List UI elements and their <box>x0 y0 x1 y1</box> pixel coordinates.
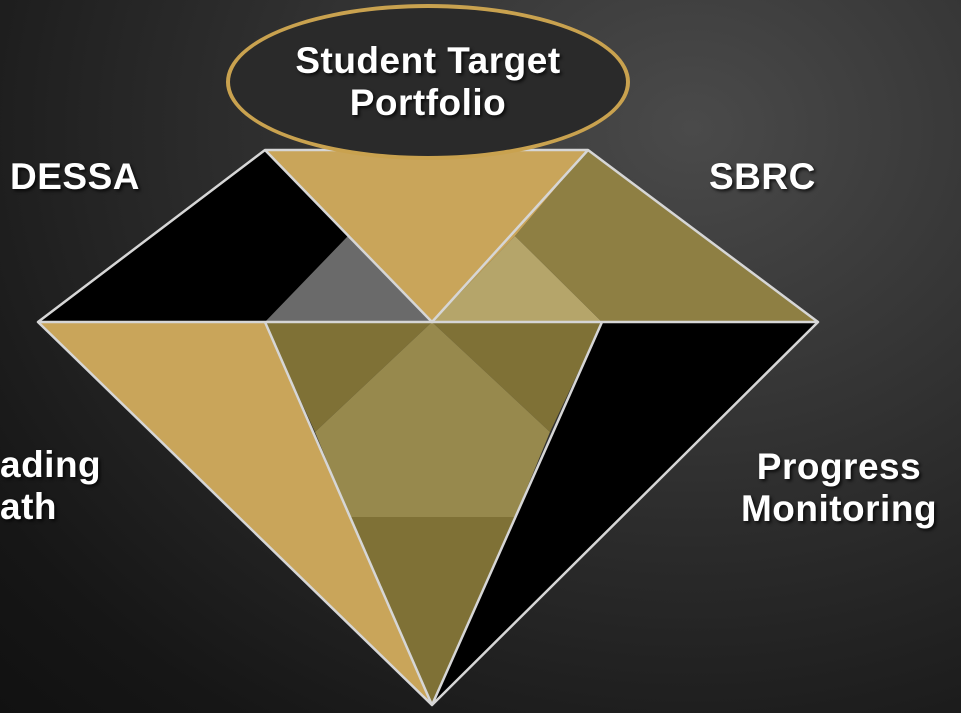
edge-inner-left <box>263 321 434 706</box>
sbrc-label: SBRC <box>709 156 816 197</box>
progress-monitoring-line-2: Monitoring <box>740 488 938 529</box>
facet-center-left <box>265 322 432 432</box>
facet-right-pale <box>432 236 602 322</box>
progress-monitoring-label: Progress Monitoring <box>726 446 952 530</box>
facet-top-gold <box>265 150 588 322</box>
edge-upper-left <box>264 149 589 324</box>
title-line-2: Portfolio <box>349 82 507 123</box>
edge-outline <box>36 148 820 707</box>
reading-path-line-1: ading <box>0 444 102 485</box>
title-oval <box>226 4 630 160</box>
student-target-portfolio-title: Student Target Portfolio <box>226 40 630 124</box>
reading-path-line-2: ath <box>0 486 57 527</box>
gem-facets <box>36 148 820 707</box>
facet-left-grey <box>265 236 432 322</box>
facet-center-pentagon <box>315 322 550 517</box>
facet-left-black <box>38 150 348 322</box>
progress-monitoring-line-1: Progress <box>756 446 922 487</box>
title-line-1: Student Target <box>295 40 561 81</box>
facet-right-olive <box>515 150 818 322</box>
reading-path-label: ading ath <box>0 444 110 528</box>
dessa-label: DESSA <box>10 156 140 197</box>
facet-center-right <box>432 322 602 432</box>
facet-center-bottom <box>350 517 515 705</box>
edge-inner-right <box>430 321 604 706</box>
